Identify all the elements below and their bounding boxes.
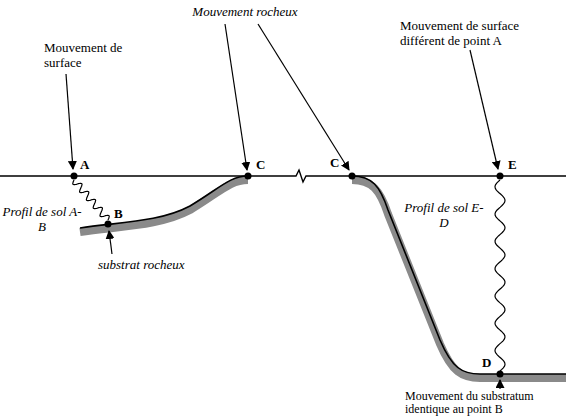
callout-text: Mouvement de surface (44, 40, 126, 70)
point-label: A (80, 157, 89, 172)
point-dot (105, 221, 112, 228)
point-label: E (508, 157, 517, 172)
wave-line (495, 180, 505, 371)
callout-text: Mouvement du substratum identique au poi… (405, 390, 563, 416)
bedrock-line (80, 176, 248, 228)
leader-arrow (258, 24, 349, 170)
leader-arrow (109, 231, 112, 254)
callout-text: substrat rocheux (98, 257, 185, 272)
point-label: C (256, 157, 265, 172)
point-dot (497, 173, 504, 180)
point-label: D (482, 355, 491, 370)
point-label: C (330, 155, 339, 170)
leader-arrow (499, 380, 500, 389)
point-dot (245, 173, 252, 180)
callout-text: Mouvement de surface différent de point … (400, 18, 550, 48)
bedrock-line (352, 176, 566, 374)
callout-text: Mouvement rocheux (170, 4, 320, 19)
point-label: B (114, 206, 123, 221)
point-dot (497, 371, 504, 378)
point-dot (71, 173, 78, 180)
point-dot (349, 173, 356, 180)
leader-arrow (470, 50, 498, 169)
leader-arrow (225, 24, 247, 170)
leader-arrow (66, 74, 73, 169)
profile-label: Profil de sol E-D (400, 200, 488, 230)
rock-band (80, 180, 248, 232)
profile-label: Profil de sol A-B (2, 204, 82, 234)
rock-band (352, 180, 566, 378)
